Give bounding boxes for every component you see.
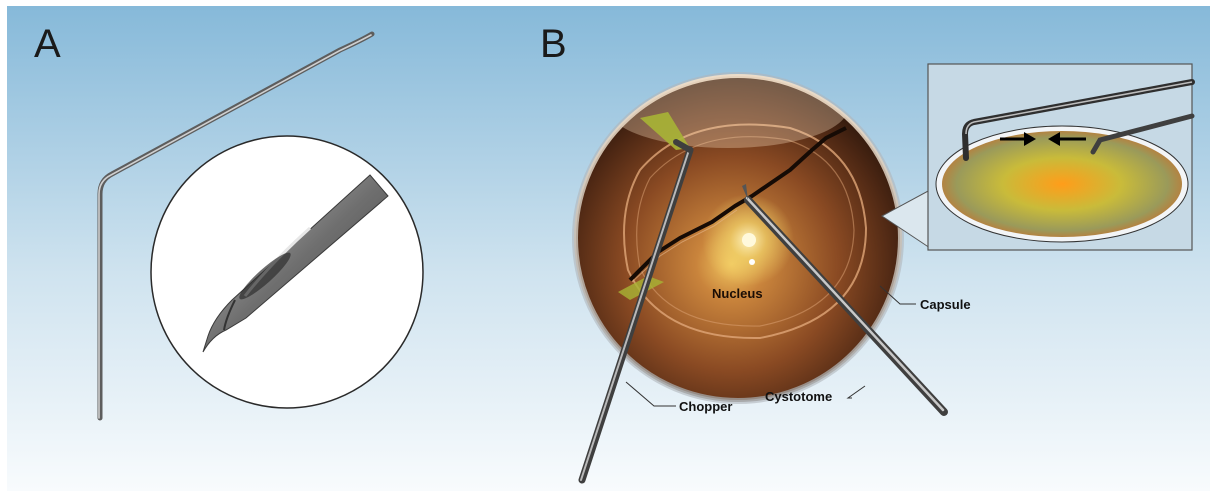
panel-a-letter: A [34, 22, 61, 66]
capsule-label: Capsule [920, 297, 971, 312]
panel-b-letter: B [540, 22, 567, 66]
chopper-label: Chopper [679, 399, 732, 414]
cystotome-label: Cystotome [765, 389, 832, 404]
needle-tip-magnified-circle [151, 136, 423, 408]
nucleus-label: Nucleus [712, 286, 763, 301]
inset-magnified-view [882, 64, 1192, 250]
